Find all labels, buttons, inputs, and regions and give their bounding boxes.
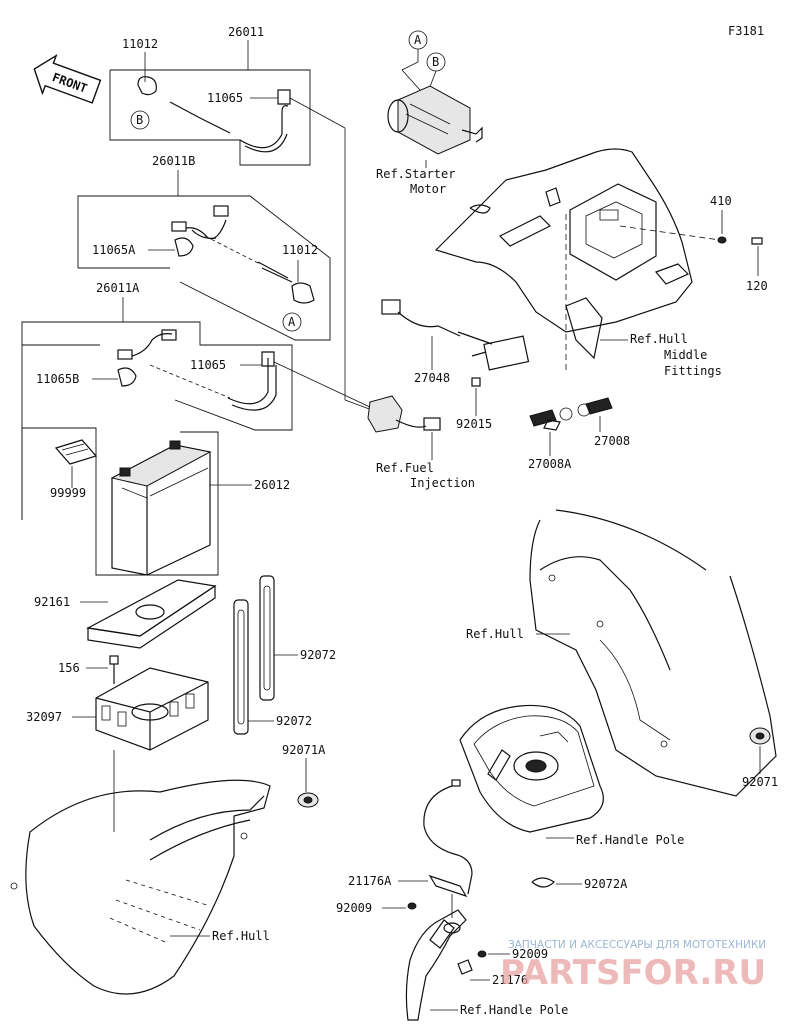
diagram-code: F3181 <box>728 24 764 38</box>
label-11065A: 11065A <box>92 243 136 257</box>
watermark-brand: PARTSFOR.RU <box>500 953 766 993</box>
ref-starter-1: Ref.Starter <box>376 167 455 181</box>
fasteners-410-120: 410 120 <box>710 194 768 293</box>
cap-11065A <box>174 237 194 257</box>
label-11065-top: 11065 <box>207 91 243 105</box>
hull-bottom-left: Ref.Hull <box>10 779 271 995</box>
cable-27048: 27048 <box>381 299 530 385</box>
label-26012: 26012 <box>254 478 290 492</box>
label-27008: 27008 <box>594 434 630 448</box>
label-27008A: 27008A <box>528 457 572 471</box>
cap-11065B <box>117 367 137 387</box>
label-92015: 92015 <box>456 417 492 431</box>
marker-b-top-label: B <box>136 113 143 127</box>
clip-92015: 92015 <box>456 377 492 431</box>
ref-hull-mid: Ref.Hull <box>466 627 524 641</box>
marker-b-right-label: B <box>432 55 439 69</box>
group-26011A: 26011A 11065B 11065 <box>21 281 373 520</box>
label-21176A: 21176A <box>348 874 392 888</box>
ref-fuel-2: Injection <box>410 476 475 490</box>
marker-a-mid-label: A <box>288 315 296 329</box>
label-11065-mid: 11065 <box>190 358 226 372</box>
keys-27008: 27008A 27008 <box>528 397 630 471</box>
label-26011B: 26011B <box>152 154 195 168</box>
grommet-92071A: 92071A <box>282 743 326 808</box>
label-92072-a: 92072 <box>300 648 336 662</box>
cable-26011 <box>169 101 231 134</box>
label-11012-top: 11012 <box>122 37 158 51</box>
label-92161: 92161 <box>34 595 70 609</box>
pad-92161: 92161 <box>34 579 217 649</box>
ref-handle-pole-1: Ref.Handle Pole <box>576 833 684 847</box>
label-92009-b: 92009 <box>512 947 548 961</box>
label-92072-b: 92072 <box>276 714 312 728</box>
label-92009-a: 92009 <box>336 901 372 915</box>
marker-a-mid <box>282 312 302 332</box>
label-92072A: 92072A <box>584 877 628 891</box>
starter-motor: A B Ref.Starter Motor <box>376 30 483 196</box>
front-arrow-icon: FRONT <box>33 54 102 104</box>
handle-pole-plate: Ref.Handle Pole <box>459 704 684 847</box>
label-26011A: 26011A <box>96 281 140 295</box>
label-11065B: 11065B <box>36 372 79 386</box>
ref-starter-2: Motor <box>410 182 446 196</box>
label-21176: 21176 <box>492 973 528 987</box>
handle-pole-lower: 92009 21176 Ref.Handle Pole <box>405 909 568 1021</box>
straps-92072: 92072 92072 <box>233 575 336 735</box>
label-410: 410 <box>710 194 732 208</box>
cap-11065-mid <box>261 351 275 367</box>
group-26011: 26011 11012 B 11065 <box>109 25 373 411</box>
ref-hull-fit-3: Fittings <box>664 364 722 378</box>
ref-hull-bottom: Ref.Hull <box>212 929 270 943</box>
label-27048: 27048 <box>414 371 450 385</box>
label-26011: 26011 <box>228 25 264 39</box>
label-32097: 32097 <box>26 710 62 724</box>
cap-11012-top <box>137 76 157 96</box>
marker-a-top-label: A <box>414 33 422 47</box>
ref-hull-fit-2: Middle <box>664 348 707 362</box>
band-92072A: 92072A <box>531 877 628 891</box>
cap-11012-mid <box>291 282 315 304</box>
label-11012-mid: 11012 <box>282 243 318 257</box>
harness-21176A: 21176A 92009 <box>336 779 473 918</box>
label-92071: 92071 <box>742 775 778 789</box>
tray-32097: 156 32097 <box>26 655 209 832</box>
label-156: 156 <box>58 661 80 675</box>
fuel-injection-connector: Ref.Fuel Injection <box>367 395 475 490</box>
ref-handle-pole-2: Ref.Handle Pole <box>460 1003 568 1017</box>
watermark-tagline: ЗАПЧАСТИ И АКСЕССУАРЫ ДЛЯ МОТОТЕХНИКИ <box>508 939 766 951</box>
marker-b-top <box>130 110 150 130</box>
battery-26012: 26012 <box>21 427 290 576</box>
ref-fuel-1: Ref.Fuel <box>376 461 434 475</box>
cap-11065-top <box>277 89 291 105</box>
hull-right: Ref.Hull <box>466 509 777 797</box>
watermark: ЗАПЧАСТИ И АКСЕССУАРЫ ДЛЯ МОТОТЕХНИКИ PA… <box>500 939 766 993</box>
group-26011B: 26011B 11065A 11012 A <box>77 154 331 341</box>
bolt-156 <box>109 655 119 665</box>
label-92071A: 92071A <box>282 743 326 757</box>
connector-26011A <box>117 349 133 360</box>
label-99999: 99999 <box>50 486 86 500</box>
label-120: 120 <box>746 279 768 293</box>
hull-middle-fittings: Ref.Hull Middle Fittings <box>434 148 722 378</box>
grommet-92071: 92071 <box>742 727 778 789</box>
ref-hull-fit-1: Ref.Hull <box>630 332 688 346</box>
connector-26011B <box>171 221 187 232</box>
sticker-99999: 99999 <box>50 439 98 500</box>
